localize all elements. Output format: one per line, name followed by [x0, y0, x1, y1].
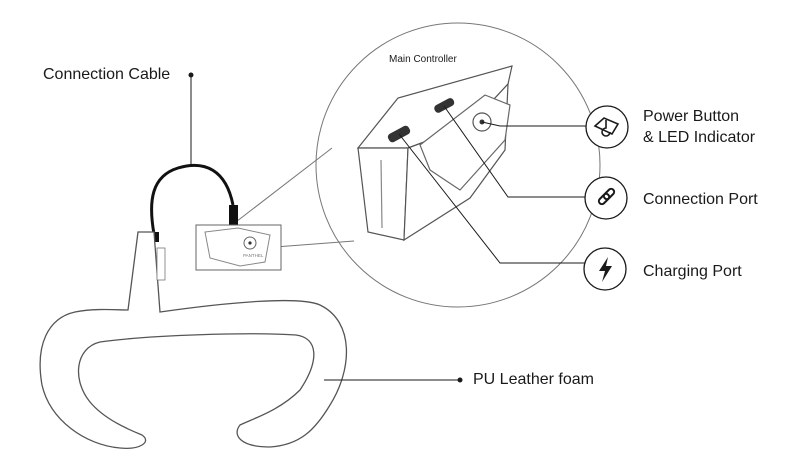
- chain-link-icon: [584, 176, 628, 220]
- label-power-button-2: & LED Indicator: [643, 129, 756, 146]
- brand-mark-small: PANTHEL: [243, 253, 264, 258]
- label-pu-leather-foam: PU Leather foam: [473, 371, 594, 388]
- pu-leather-foam: [39, 231, 348, 449]
- connection-cable: [150, 163, 235, 235]
- lightning-bolt-icon: [583, 247, 627, 291]
- foam-label-dot: [457, 377, 463, 383]
- strap-tag: [156, 247, 166, 281]
- label-power-button-1: Power Button: [643, 108, 740, 125]
- leader-connection: [443, 105, 586, 198]
- leader-power: [481, 121, 586, 127]
- zoom-line-upper: [231, 147, 333, 226]
- label-main-controller: Main Controller: [389, 54, 457, 65]
- leader-charging: [398, 133, 586, 264]
- main-controller-small: [195, 224, 282, 271]
- cable-connector: [229, 205, 238, 227]
- main-controller-large: [356, 65, 513, 242]
- power-led-icon: [585, 105, 629, 149]
- label-connection-port: Connection Port: [643, 191, 758, 208]
- label-charging-port: Charging Port: [643, 263, 742, 280]
- label-connection-cable: Connection Cable: [43, 66, 171, 83]
